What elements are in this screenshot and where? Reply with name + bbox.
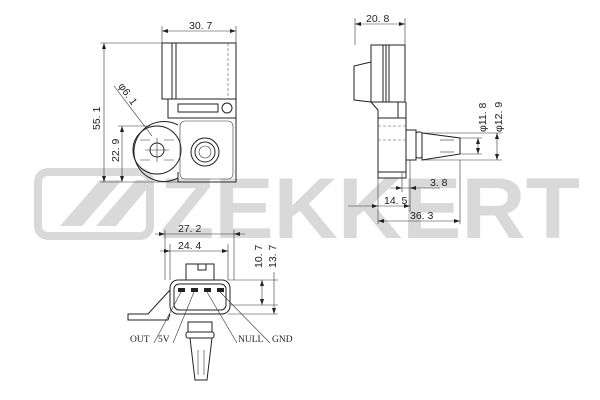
front-hole-dimension: φ6. 1 [116,81,140,108]
connector-inner-width-dimension: 24. 4 [178,240,202,252]
pin-label-gnd: GND [272,335,293,345]
pin-label-out: OUT [130,335,150,345]
pin-label-5v: 5V [158,335,170,345]
connector-inner-height-dimension: 10. 7 [253,244,265,268]
side-view: 20. 8 φ11. 8 φ12. 9 3. 8 14. 5 36. 3 [348,13,505,224]
zekkert-watermark: ZEKKERT [34,161,580,257]
zekkert-logo-icon [34,168,154,240]
pin-label-null: NULL [238,335,264,345]
side-inner-diameter-dimension: φ11. 8 [477,102,489,132]
side-width-dimension: 20. 8 [366,13,390,25]
side-outer-diameter-dimension: φ12. 9 [493,102,505,132]
connector-outer-height-dimension: 13. 7 [267,244,279,268]
connector-view: 27. 2 24. 4 10. 7 13. 7 OUT 5V NULL GND [127,223,293,381]
front-height-dimension: 55. 1 [91,106,103,130]
connector-pins [178,288,224,292]
front-view: 30. 7 55. 1 22. 9 φ6. 1 [91,20,237,183]
connector-outer-width-dimension: 27. 2 [178,223,202,235]
side-mid-dimension: 14. 5 [384,195,408,207]
front-lower-height-dimension: 22. 9 [110,138,122,162]
side-offset-dimension: 3. 8 [430,177,448,189]
front-width-dimension: 30. 7 [189,20,213,32]
side-total-dimension: 36. 3 [410,210,434,222]
watermark-brand: ZEKKERT [160,161,580,257]
